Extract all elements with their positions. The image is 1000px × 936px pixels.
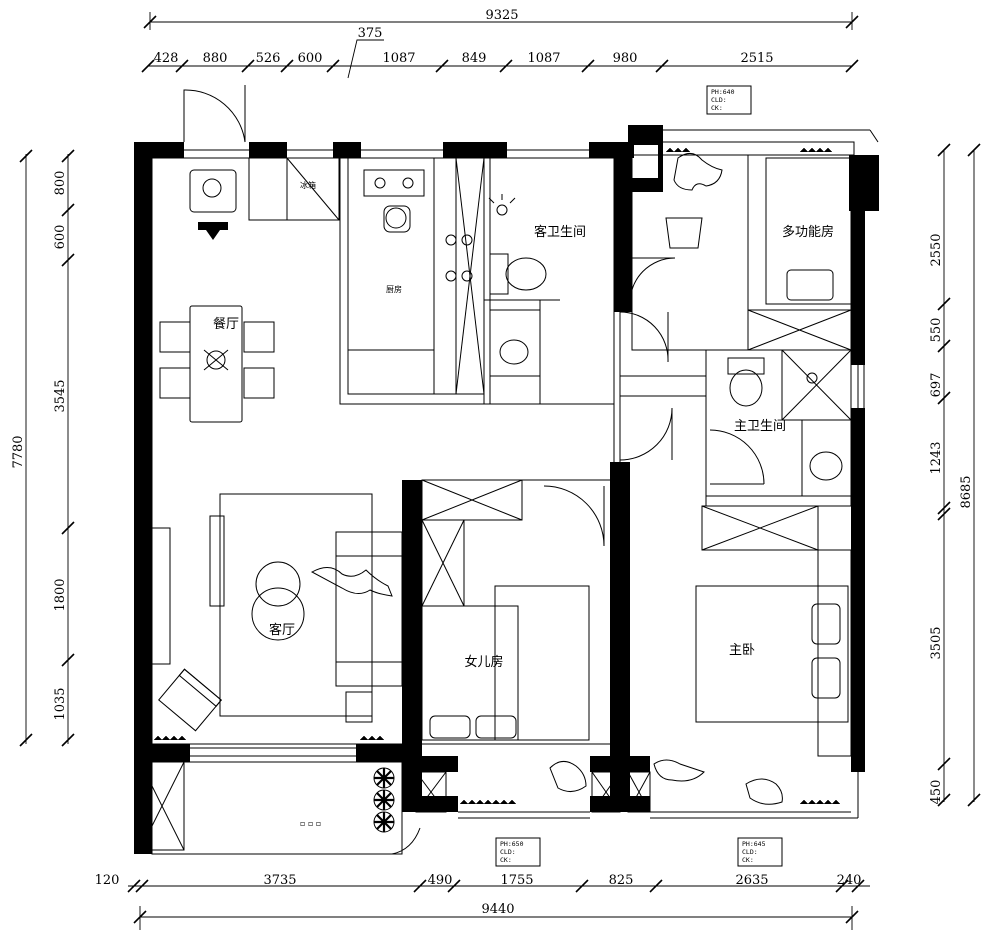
room-label-master-bedroom: 主卧 xyxy=(729,643,755,658)
svg-text:CLD:: CLD: xyxy=(742,848,758,856)
right-dim-3: 697 xyxy=(929,373,944,398)
left-dim-1: 800 xyxy=(53,171,68,196)
bottom-dim-3: 490 xyxy=(428,873,453,888)
radiators xyxy=(153,147,841,805)
living-furniture xyxy=(158,515,393,732)
right-dim-2: 550 xyxy=(929,318,944,343)
right-dimensions: 2550 550 697 1243 3505 450 8685 xyxy=(929,143,981,807)
top-dim-1: 428 xyxy=(154,51,179,66)
room-label-dining: 餐厅 xyxy=(213,316,239,332)
doors xyxy=(183,85,765,547)
bottom-dim-2: 3735 xyxy=(263,873,296,888)
svg-text:CLD:: CLD: xyxy=(500,848,516,856)
svg-text:PH:650: PH:650 xyxy=(500,840,524,848)
walls xyxy=(134,125,879,854)
svg-text:PH:645: PH:645 xyxy=(742,840,766,848)
dining-set xyxy=(159,305,275,423)
top-dim-5: 1087 xyxy=(382,51,415,66)
top-ticks xyxy=(141,59,859,73)
top-total-label: 9325 xyxy=(485,8,518,23)
left-total-label: 7780 xyxy=(11,435,26,468)
top-dim-6: 849 xyxy=(462,51,487,66)
right-dim-6: 450 xyxy=(929,780,944,805)
top-dim-9: 2515 xyxy=(740,51,773,66)
top-dimensions: 9325 428 880 526 600 1087 849 1087 980 2… xyxy=(141,8,859,79)
svg-text:CK:: CK: xyxy=(500,856,512,864)
left-dim-4: 1800 xyxy=(53,578,68,611)
svg-text:▫ ▫ ▫: ▫ ▫ ▫ xyxy=(300,819,321,828)
svg-text:CLD:: CLD: xyxy=(711,96,727,104)
balcony-plants: ▫ ▫ ▫ xyxy=(300,767,395,833)
room-label-kitchen: 厨房 xyxy=(386,284,402,294)
bottom-dim-1: 120 xyxy=(95,873,120,888)
svg-text:CK:: CK: xyxy=(742,856,754,864)
left-dimensions: 7780 800 600 3545 1800 1035 xyxy=(11,149,75,747)
bottom-dimensions: 120 3735 490 1755 825 2635 240 9440 xyxy=(95,873,870,930)
window-note-top: PH:640 CLD: CK: xyxy=(706,85,752,115)
multi-room-fixtures xyxy=(665,153,834,301)
right-dim-4: 1243 xyxy=(929,441,944,474)
svg-text:PH:640: PH:640 xyxy=(711,88,735,96)
bottom-dim-7: 240 xyxy=(837,873,862,888)
right-dim-1: 2550 xyxy=(929,233,944,266)
room-label-multi-room: 多功能房 xyxy=(782,224,834,240)
interior-lines xyxy=(139,129,879,855)
entry-figure xyxy=(189,169,237,240)
room-label-living: 客厅 xyxy=(269,622,295,638)
bottom-dim-5: 825 xyxy=(609,873,634,888)
window-note-bottom-right: PH:645 CLD: CK: xyxy=(737,837,783,867)
room-label-guest-bath: 客卫生间 xyxy=(534,224,586,240)
window-note-bottom-left: PH:650 CLD: CK: xyxy=(495,837,541,867)
room-label-fridge: 冰箱 xyxy=(300,180,316,190)
top-dim-3: 526 xyxy=(256,51,281,66)
top-dim-2: 880 xyxy=(203,51,228,66)
left-dim-5: 1035 xyxy=(53,687,68,720)
entry-arrow-icon xyxy=(198,222,228,240)
kitchen-fixtures xyxy=(363,169,473,282)
room-label-master-bath: 主卫生间 xyxy=(734,419,786,434)
window-sills xyxy=(184,149,865,408)
master-bath-fixtures xyxy=(727,357,843,481)
bottom-dim-6: 2635 xyxy=(735,873,768,888)
room-label-daughter-room: 女儿房 xyxy=(464,654,503,670)
left-dim-3: 3545 xyxy=(53,379,68,412)
top-dim-4: 600 xyxy=(298,51,323,66)
top-dim-8: 980 xyxy=(613,51,638,66)
bottom-dim-4: 1755 xyxy=(500,873,533,888)
bedroom-pillows xyxy=(429,603,841,805)
left-dim-2: 600 xyxy=(53,225,68,250)
svg-text:CK:: CK: xyxy=(711,104,723,112)
guest-bath-fixtures xyxy=(488,194,547,365)
top-note-label: 375 xyxy=(358,26,383,41)
right-dim-5: 3505 xyxy=(929,626,944,659)
right-total-label: 8685 xyxy=(959,475,974,508)
top-dim-7: 1087 xyxy=(527,51,560,66)
bottom-total-label: 9440 xyxy=(481,902,514,917)
room-labels: 餐厅 客厅 厨房 冰箱 客卫生间 多功能房 主卫生间 女儿房 主卧 xyxy=(213,180,834,670)
